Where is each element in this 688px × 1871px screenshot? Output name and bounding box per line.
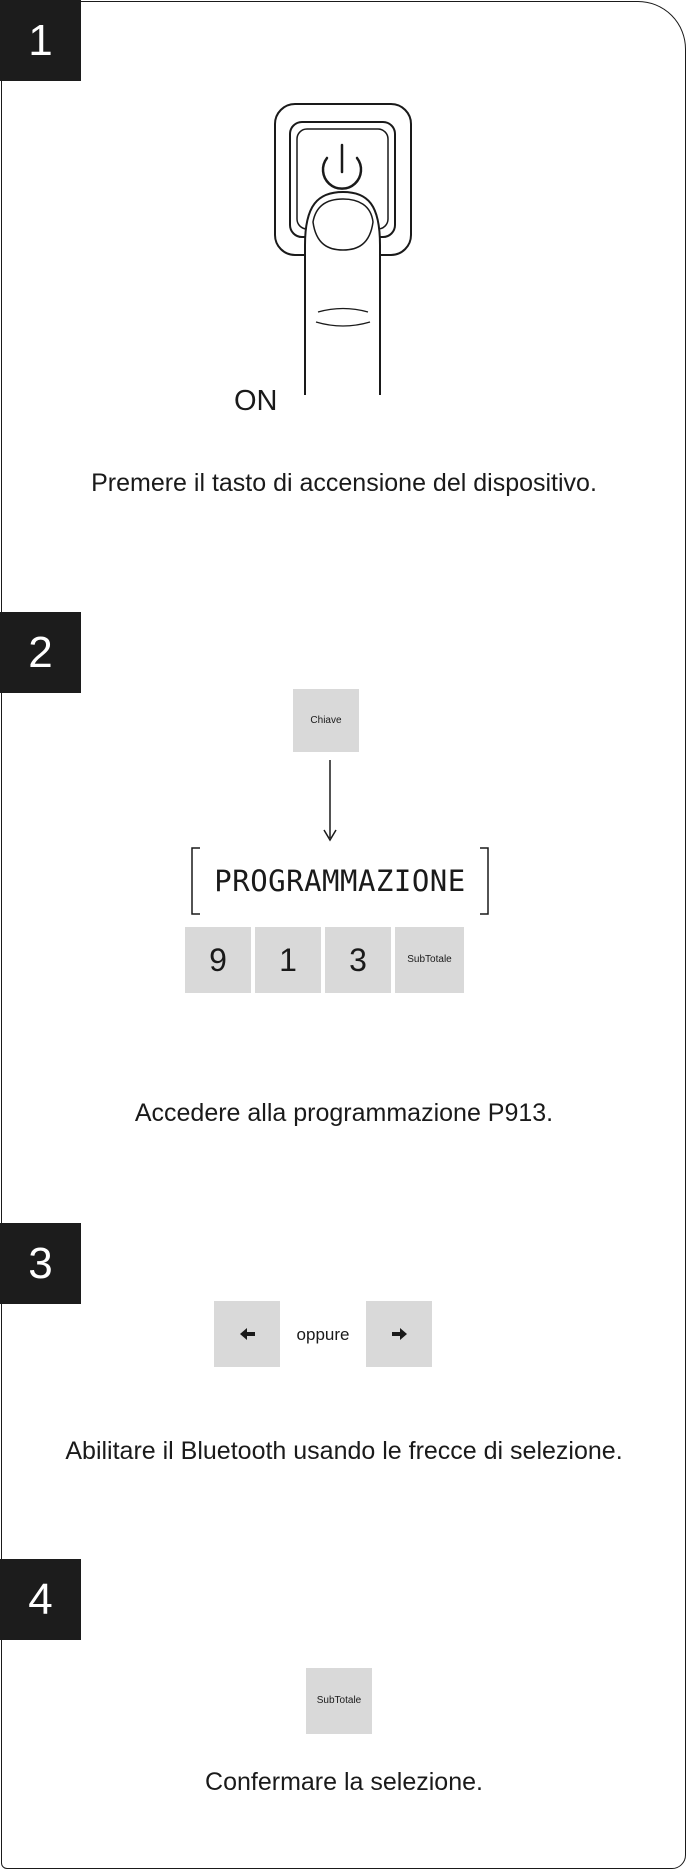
arrow-left-icon [240, 1328, 255, 1340]
step-3-badge: 3 [0, 1223, 81, 1304]
step-2-badge: 2 [0, 612, 81, 693]
step-1-badge: 1 [0, 0, 81, 81]
step-1-caption: Premere il tasto di accensione del dispo… [91, 469, 597, 497]
display-text: PROGRAMMAZIONE [214, 864, 466, 898]
finger-illustration [304, 190, 381, 395]
or-text: oppure [296, 1325, 350, 1344]
subtotale-key[interactable]: SubTotale [395, 927, 464, 993]
key-9[interactable]: 9 [185, 927, 251, 993]
key-3[interactable]: 3 [325, 927, 391, 993]
chiave-key[interactable]: Chiave [293, 689, 359, 752]
display-brackets [191, 847, 489, 915]
step-2-caption: Accedere alla programmazione P913. [134, 1099, 554, 1127]
step-4-caption: Confermare la selezione. [205, 1768, 483, 1796]
step-4-badge: 4 [0, 1559, 81, 1640]
power-icon [321, 143, 363, 190]
key-1[interactable]: 1 [255, 927, 321, 993]
step-3-caption: Abilitare il Bluetooth usando le frecce … [65, 1437, 623, 1465]
subtotale-confirm-key[interactable]: SubTotale [306, 1668, 372, 1734]
right-arrow-key[interactable] [366, 1301, 432, 1367]
arrow-right-icon [392, 1328, 407, 1340]
left-arrow-key[interactable] [214, 1301, 280, 1367]
down-arrow-icon [323, 760, 337, 842]
on-label: ON [234, 385, 278, 417]
